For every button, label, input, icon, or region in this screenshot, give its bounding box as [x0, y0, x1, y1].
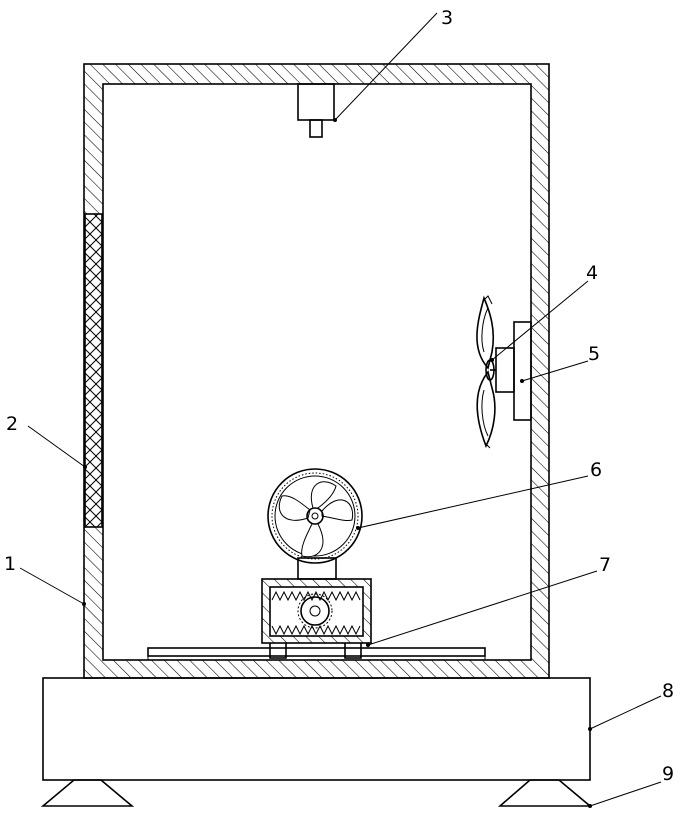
- base-box: [43, 678, 590, 780]
- side-motor: [490, 322, 531, 420]
- leader-lines: [20, 13, 661, 806]
- side-fan: [477, 296, 495, 448]
- label-1: 1: [4, 553, 16, 575]
- round-fan: [268, 469, 362, 579]
- label-6: 6: [590, 459, 602, 481]
- label-8: 8: [662, 680, 674, 702]
- leader-dots: [82, 118, 592, 808]
- base-rail: [148, 642, 485, 660]
- support-feet: [43, 780, 590, 806]
- label-3: 3: [441, 7, 453, 29]
- top-sensor: [298, 84, 334, 137]
- label-4: 4: [586, 262, 598, 284]
- label-2: 2: [6, 413, 18, 435]
- label-5: 5: [588, 343, 600, 365]
- label-7: 7: [599, 554, 611, 576]
- label-9: 9: [662, 763, 674, 785]
- mesh-window: [85, 214, 102, 527]
- gear-box: [262, 579, 371, 643]
